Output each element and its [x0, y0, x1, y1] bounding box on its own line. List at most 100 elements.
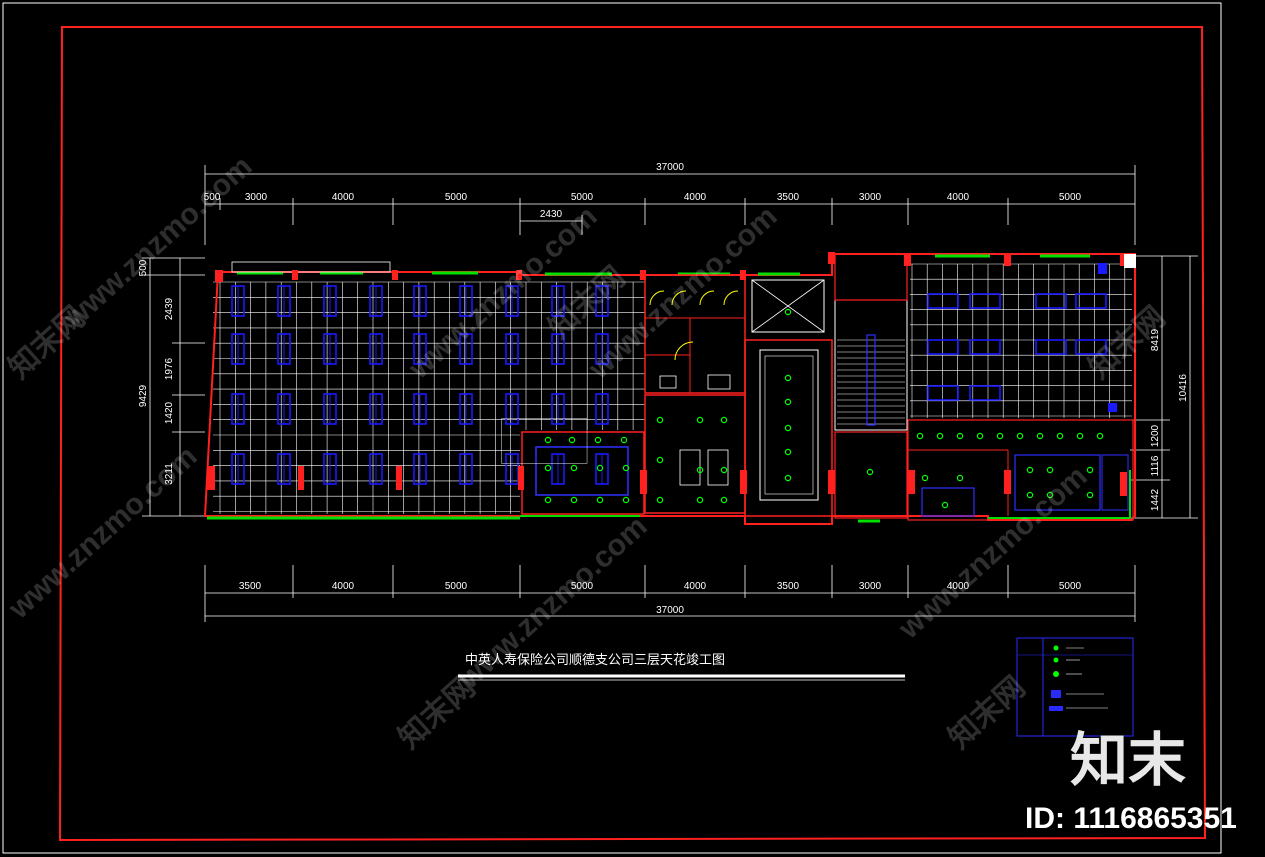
- dim-right-seg: 8419: [1150, 328, 1161, 351]
- lobby-ceiling-feature: [759, 349, 819, 501]
- office-light-panels: [231, 285, 609, 485]
- washbasin: [707, 374, 731, 390]
- light-panel: [1035, 339, 1067, 355]
- spot-light: [594, 436, 602, 444]
- dim-bottom-seg: 3500: [239, 581, 262, 592]
- dim-right-seg: 1442: [1150, 488, 1161, 511]
- reception-room-wall: [644, 394, 746, 514]
- meeting-room-ceiling-recess: [535, 446, 629, 496]
- right-office-ceiling-grid: [910, 263, 1132, 418]
- dim-top-seg: 5000: [571, 192, 594, 203]
- drawing-title: 中英人寿保险公司顺德支公司三层天花竣工图: [465, 652, 725, 668]
- dim-right-labels: 8419 1200 1116 1442 10416: [1150, 328, 1189, 511]
- spot-light: [720, 496, 728, 504]
- stair-top-room: [834, 253, 908, 301]
- spot-light: [1096, 432, 1104, 440]
- dim-bottom-seg: 4000: [684, 581, 707, 592]
- manager-room-recess: [1014, 454, 1101, 511]
- spot-light: [720, 466, 728, 474]
- spot-light: [784, 424, 792, 432]
- light-panel: [927, 385, 959, 401]
- storage-room: [1101, 454, 1129, 511]
- spot-light: [956, 432, 964, 440]
- dim-bottom-seg: 5000: [445, 581, 468, 592]
- spot-light: [1026, 491, 1034, 499]
- spot-light: [656, 416, 664, 424]
- lobby-wall: [744, 339, 833, 517]
- spot-light: [1046, 491, 1054, 499]
- dim-left-seg: 500: [138, 259, 149, 276]
- sheet-outer-border: [2, 2, 1222, 854]
- door-swing: [699, 290, 715, 306]
- spot-light: [1016, 432, 1024, 440]
- spot-light: [1086, 466, 1094, 474]
- light-panel: [969, 293, 1001, 309]
- meeting-room-wall: [521, 431, 645, 515]
- spot-light: [1086, 491, 1094, 499]
- spot-light: [921, 474, 929, 482]
- spot-light: [1026, 466, 1034, 474]
- dim-bottom-seg: 3500: [777, 581, 800, 592]
- light-panel: [927, 339, 959, 355]
- dim-top-seg: 4000: [684, 192, 707, 203]
- spot-light: [1076, 432, 1084, 440]
- spot-light: [976, 432, 984, 440]
- dim-bottom-seg: 4000: [332, 581, 355, 592]
- lift-shaft: [751, 279, 825, 333]
- light-panel: [1035, 293, 1067, 309]
- dim-left-seg: 2439: [164, 297, 175, 320]
- balcony-outline: [231, 261, 391, 273]
- dim-right-total: 10416: [1178, 374, 1189, 402]
- watermark-site: www.znzmo.com: [57, 150, 259, 336]
- light-panel: [969, 339, 1001, 355]
- legend-box: [1016, 637, 1134, 737]
- spot-light: [596, 496, 604, 504]
- fixture: [659, 375, 677, 389]
- spot-light: [696, 466, 704, 474]
- top-dimension-chain: [204, 165, 1136, 245]
- dim-bottom-seg: 5000: [571, 581, 594, 592]
- spot-light: [544, 464, 552, 472]
- right-office-light-panels: [927, 263, 1117, 412]
- dim-left-labels: 500 2439 1976 1420 3211 9429: [138, 259, 175, 485]
- spot-light: [784, 474, 792, 482]
- spot-light: [544, 436, 552, 444]
- dim-top-sub: 2430: [540, 209, 563, 220]
- spot-light: [720, 416, 728, 424]
- spot-light: [568, 436, 576, 444]
- dim-top-seg: 3000: [245, 192, 268, 203]
- dim-bottom-seg: 3000: [859, 581, 882, 592]
- spot-lights: [544, 308, 1104, 509]
- dim-bottom-seg: 5000: [1059, 581, 1082, 592]
- dim-left-seg: 1976: [164, 357, 175, 380]
- furniture: [707, 449, 729, 486]
- watermark-site: 知末网: [943, 670, 1032, 755]
- spot-light: [544, 496, 552, 504]
- floor-plan: [203, 252, 1136, 525]
- dim-top-seg: 3000: [859, 192, 882, 203]
- spot-light: [866, 468, 874, 476]
- dim-left-seg: 1420: [164, 401, 175, 424]
- brand-logo-text: 知末: [1070, 726, 1186, 794]
- spot-light: [1056, 432, 1064, 440]
- dim-top-seg: 4000: [947, 192, 970, 203]
- spot-light: [956, 474, 964, 482]
- dim-top-seg: 3500: [777, 192, 800, 203]
- bottom-dimension-chain: [204, 565, 1136, 622]
- spot-light: [622, 464, 630, 472]
- furniture: [679, 449, 701, 486]
- light-panel: [1075, 339, 1107, 355]
- spot-light: [916, 432, 924, 440]
- light-panel: [969, 385, 1001, 401]
- spot-light: [570, 496, 578, 504]
- left-dimension-chain: [142, 257, 205, 517]
- dim-top-labels: 500 3000 4000 5000 5000 4000 3500 3000 4…: [204, 192, 1082, 220]
- spot-light: [696, 416, 704, 424]
- asset-id: ID: 1116865351: [1025, 802, 1237, 835]
- stair-bottom-landing: [834, 431, 908, 519]
- spot-light: [936, 432, 944, 440]
- dim-top-total: 37000: [656, 162, 684, 173]
- spot-light: [696, 496, 704, 504]
- dim-bottom-total: 37000: [656, 605, 684, 616]
